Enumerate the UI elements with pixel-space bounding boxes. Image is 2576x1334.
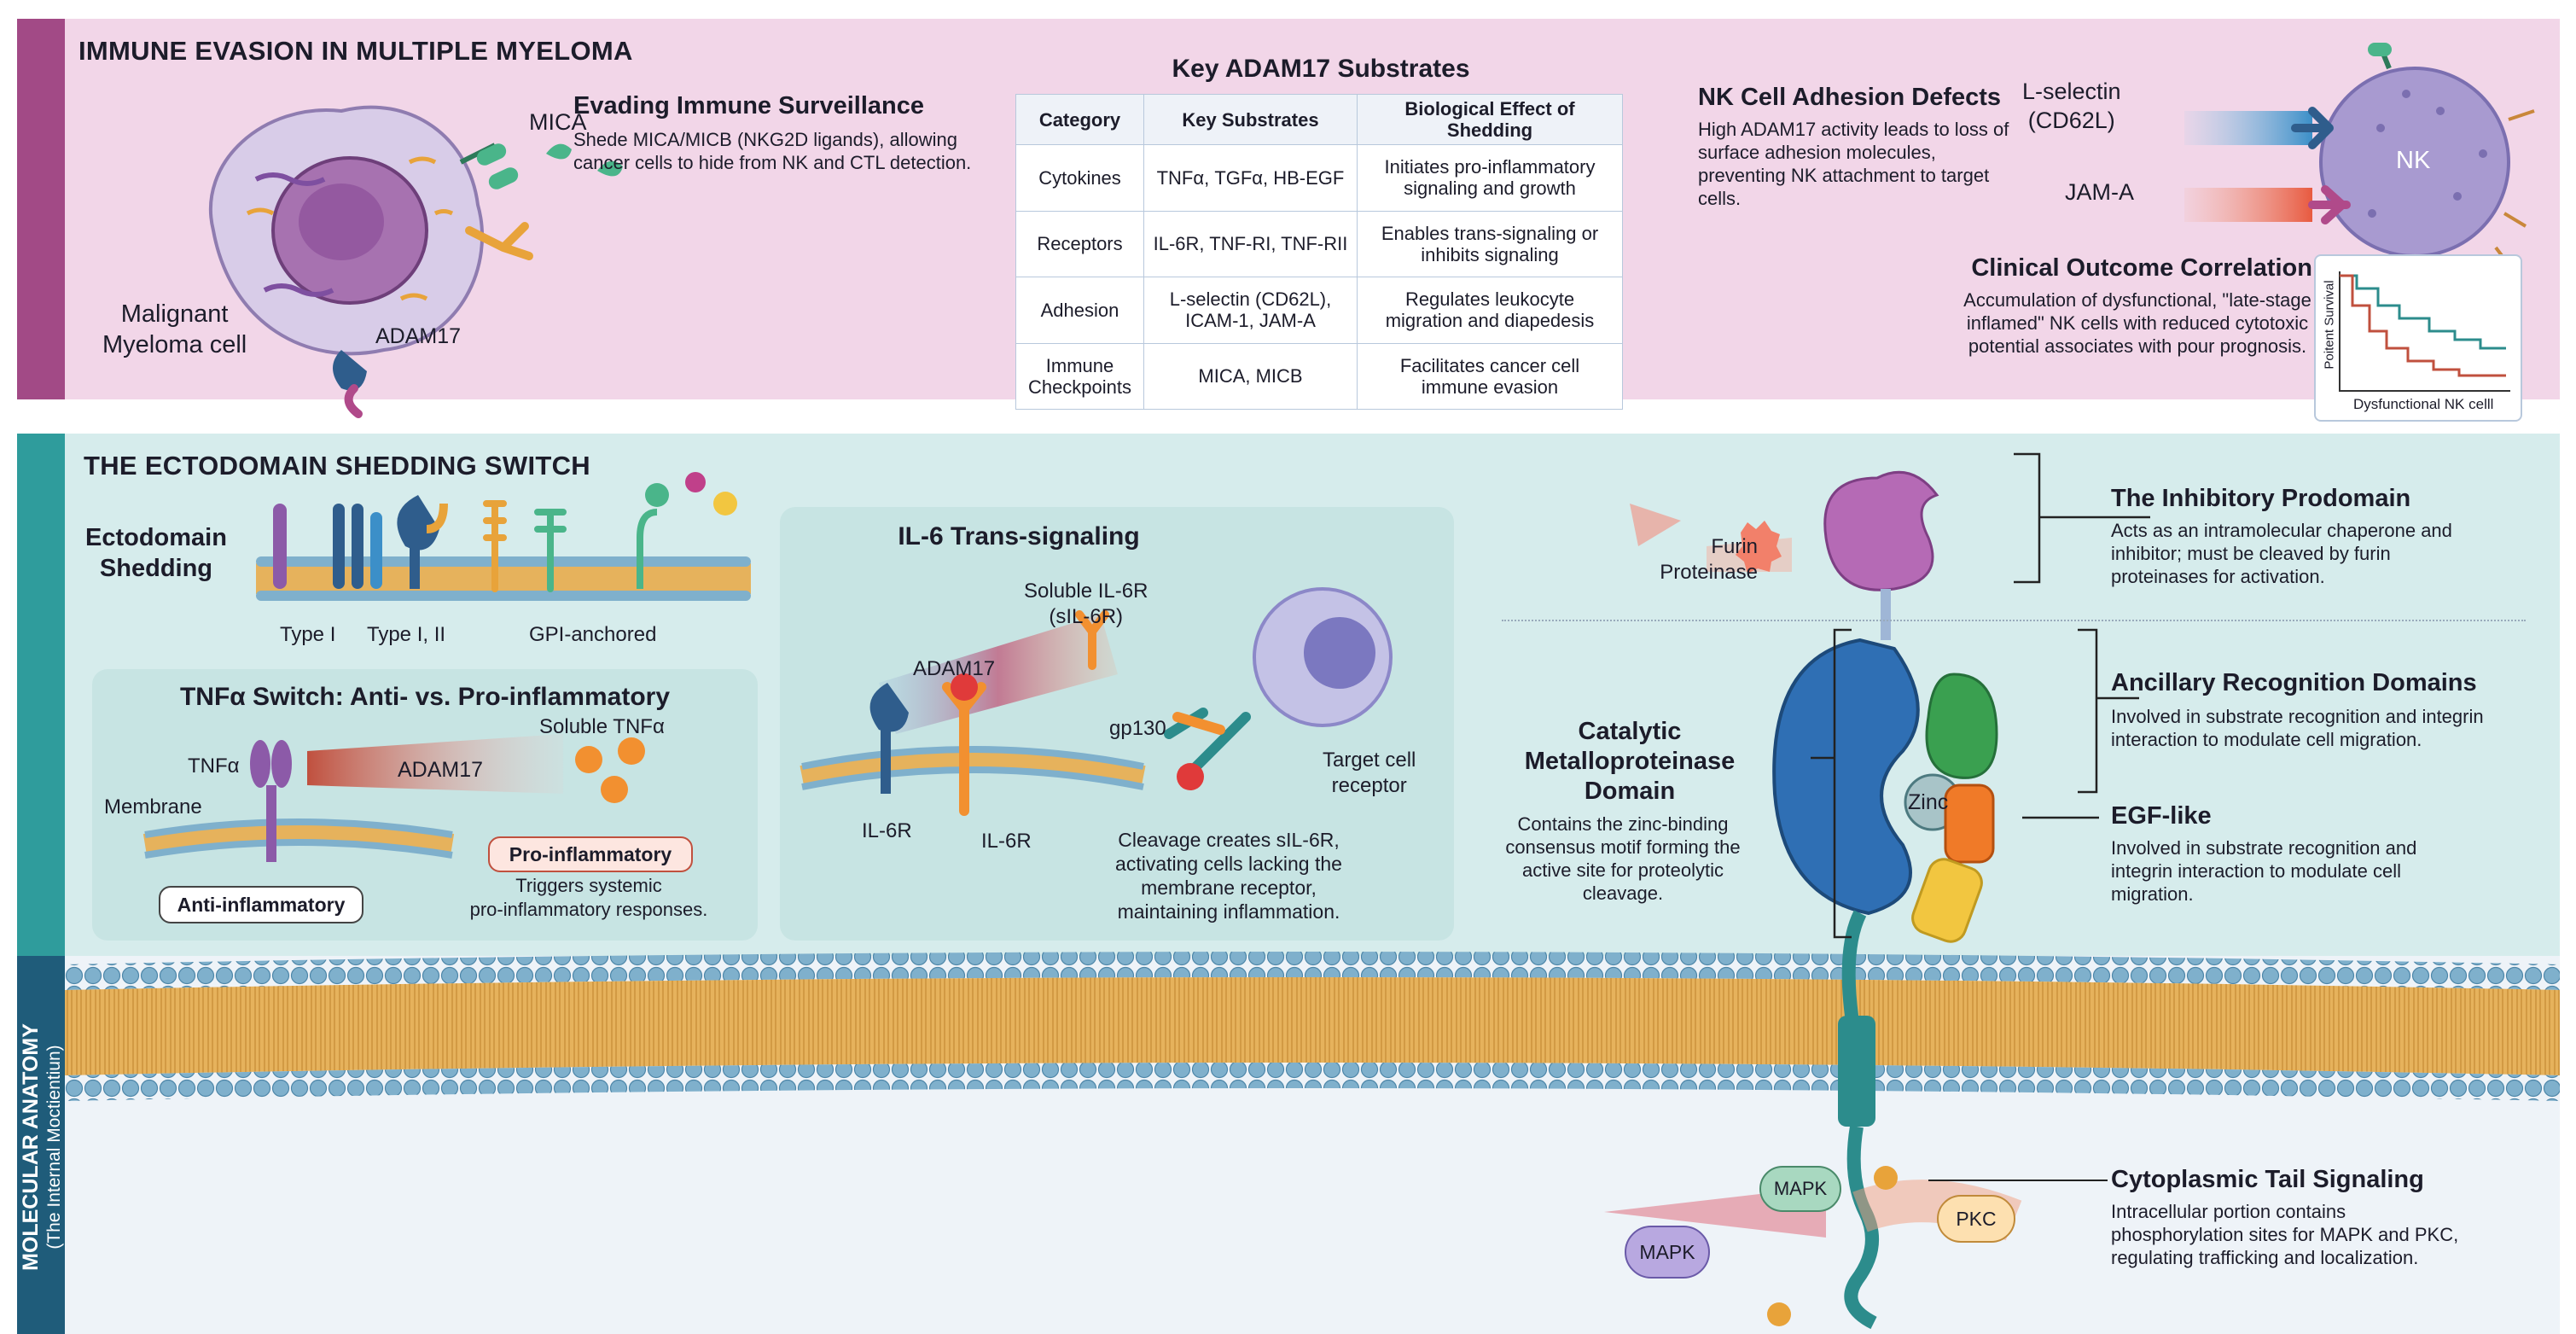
mapk-left-badge: MAPK [1625,1226,1710,1279]
gpi-label: GPI-anchored [529,623,657,646]
tnf-label: TNFα [188,754,240,778]
divider-dots [1502,620,2526,621]
anti-inflammatory-badge: Anti-inflammatory [159,886,363,923]
shedding-illustration [256,472,751,601]
table-row: Cytokines TNFα, TGFα, HB-EGF Initiates p… [1015,144,1623,212]
il6r-right-label: IL-6R [981,830,1032,853]
tnf-adam17-label: ADAM17 [398,758,484,782]
soluble-tnf-label: Soluble TNFα [539,715,665,738]
survival-xlabel: Dysfunctional NK celll [2353,396,2494,412]
prodomain-text: Acts as an intramolecular chaperone and … [2111,520,2452,587]
tail-connector [1928,1180,2108,1181]
table-cell: Facilitates cancer cell immune evasion [1357,342,1623,410]
target-receptor-label: Target cell receptor [1323,749,1416,797]
type1-label: Type I [280,623,336,646]
table-cell: Regulates leukocyte migration and diaped… [1357,277,1623,344]
evading-text: Shede MICA/MICB (NKG2D ligands), allowin… [573,129,972,173]
table-header-row: Category Key Substrates Biological Effec… [1015,94,1623,145]
myeloma-cell-illustration [208,105,623,418]
furin-icon [1736,521,1782,574]
tail-title: Cytoplasmic Tail Signaling [2111,1166,2424,1193]
table-cell: Enables trans-signaling or inhibits sign… [1357,210,1623,277]
il6r-left-label: IL-6R [862,819,912,842]
furin-label: Furin Proteinase [1660,535,1758,584]
substrates-table: Category Key Substrates Biological Effec… [1015,94,1623,410]
shedding-label: Ectodomain Shedding [85,524,227,582]
adam17-label: ADAM17 [375,324,462,348]
table-row: Receptors IL-6R, TNF-RI, TNF-RII Enables… [1015,210,1623,277]
clinical-text: Accumulation of dysfunctional, "late-sta… [1963,289,2311,357]
bottom-sidebar [17,956,65,1334]
table-cell: Cytokines [1015,144,1144,212]
table-cell: Initiates pro-inflammatory signaling and… [1357,144,1623,212]
survival-ylabel: Poitent Survival [2322,280,2337,370]
il6-text: Cleavage creates sIL-6R, activating cell… [1115,829,1342,923]
middle-sidebar [17,434,65,956]
nk-cell-illustration [2184,43,2535,283]
egf-title: EGF-like [2111,802,2212,830]
anatomy-sidebar-subtitle: (The Internal Moctientiun) [44,1045,64,1250]
tnf-title: TNFα Switch: Anti- vs. Pro-inflammatory [179,683,671,711]
membrane-label: Membrane [104,795,202,818]
survival-chart [2339,271,2510,392]
gp130-label: gp130 [1109,717,1166,740]
table-cell: IL-6R, TNF-RI, TNF-RII [1143,210,1358,277]
top-sidebar [17,19,65,399]
myeloma-cell-label: Malignant Myeloma cell [102,300,247,358]
table-cell: MICA, MICB [1143,342,1358,410]
table-cell: TNFα, TGFα, HB-EGF [1143,144,1358,212]
jama-label: JAM-A [2065,179,2134,205]
table-row: Adhesion L-selectin (CD62L), ICAM-1, JAM… [1015,277,1623,344]
anatomy-sidebar-heading: MOLECULAR ANATOMY [19,1023,43,1271]
il6-illustration [800,587,1393,816]
catalytic-title: Catalytic Metalloproteinase Domain [1524,718,1736,805]
table-cell: Immune Checkpoints [1015,342,1144,410]
pro-inflammatory-badge: Pro-inflammatory [488,836,693,872]
table-row: Immune Checkpoints MICA, MICB Facilitate… [1015,342,1623,410]
soluble-il6r-label: Soluble IL-6R (sIL-6R) [1024,580,1148,628]
pkc-badge: PKC [1937,1195,2015,1243]
catalytic-text: Contains the zinc-binding consensus moti… [1505,813,1741,904]
triggers-text: Triggers systemic pro-inflammatory respo… [469,875,708,920]
il6-adam17-label: ADAM17 [913,657,996,680]
prodomain-title: The Inhibitory Prodomain [2111,485,2411,512]
table-header: Category [1015,94,1144,145]
survival-chart-frame [2314,254,2522,422]
table-header: Biological Effect of Shedding [1357,94,1623,145]
clinical-title: Clinical Outcome Correlation [1971,254,2312,282]
tail-text: Intracellular portion contains phosphory… [2111,1201,2459,1268]
mica-label: MICA [529,109,587,135]
table-header: Key Substrates [1143,94,1358,145]
table-cell: Adhesion [1015,277,1144,344]
egf-text: Involved in substrate recognition and in… [2111,837,2417,905]
mapk-top-badge: MAPK [1759,1166,1841,1212]
nk-label: NK [2396,147,2431,174]
type12-label: Type I, II [367,623,446,646]
ancillary-text: Involved in substrate recognition and in… [2111,706,2484,750]
tnf-illustration [142,734,645,862]
annotation-brackets [1811,452,2150,939]
ancillary-title: Ancillary Recognition Domains [2111,669,2477,696]
table-cell: Receptors [1015,210,1144,277]
adam17-protein [1604,470,2022,1330]
il6-title: IL-6 Trans-signaling [898,522,1140,550]
substrates-title: Key ADAM17 Substrates [1172,55,1470,83]
nk-title: NK Cell Adhesion Defects [1698,84,2002,111]
cell-membrane [65,952,2560,1101]
table-cell: L-selectin (CD62L), ICAM-1, JAM-A [1143,277,1358,344]
middle-title: THE ECTODOMAIN SHEDDING SWITCH [84,451,590,481]
lselectin-label: L-selectin (CD62L) [2022,79,2121,133]
nk-text: High ADAM17 activity leads to loss of su… [1698,119,2009,209]
zinc-label: Zinc [1908,790,1949,814]
anatomy-sidebar-title: MOLECULAR ANATOMY (The Internal Moctient… [19,959,67,1334]
evading-title: Evading Immune Surveillance [573,92,924,119]
top-title: IMMUNE EVASION IN MULTIPLE MYELOMA [79,36,633,66]
